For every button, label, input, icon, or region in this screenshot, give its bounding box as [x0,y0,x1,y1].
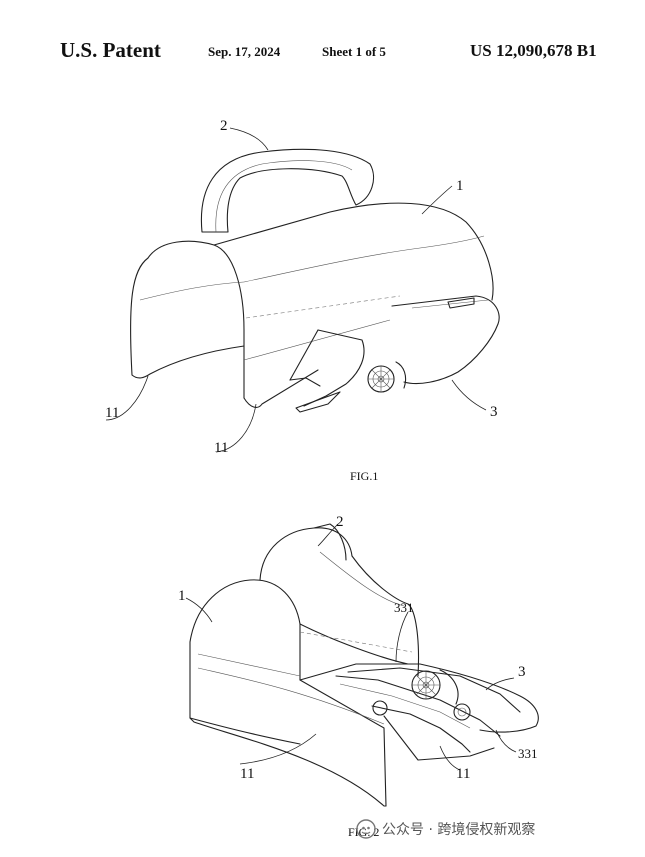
fig2-label-front: 3 [518,664,526,680]
fig1-label-front: 3 [490,404,498,420]
patent-number: US 12,090,678 B1 [470,41,597,60]
sheet-number: Sheet 1 of 5 [322,44,386,59]
watermark-text: 公众号 · 跨境侵权新观察 [382,822,536,838]
fig1-label-handle: 2 [220,118,228,134]
wechat-official-account-icon [356,819,376,839]
fig2-label-handle: 2 [336,514,344,530]
fig1-label-side-left: 11 [105,405,119,421]
fig2-label-side-left: 11 [240,766,254,782]
fig1-device-outline [130,148,500,413]
fig1-label-body: 1 [456,178,464,194]
fig2-label-331-upper: 331 [394,600,414,615]
fig2-label-331-lower: 331 [518,746,538,761]
fig2-device-outline [189,523,539,807]
patent-header: U.S. Patent Sep. 17, 2024 Sheet 1 of 5 U… [0,0,645,80]
watermark: 公众号 · 跨境侵权新观察 [356,818,535,840]
patent-date: Sep. 17, 2024 [208,44,281,59]
patent-title: U.S. Patent [60,38,161,62]
fig2-label-body: 1 [178,588,186,604]
fig2-label-side-right: 11 [456,766,470,782]
fig1-label-side-right: 11 [214,440,228,456]
fig1-caption: FIG.1 [350,469,378,483]
